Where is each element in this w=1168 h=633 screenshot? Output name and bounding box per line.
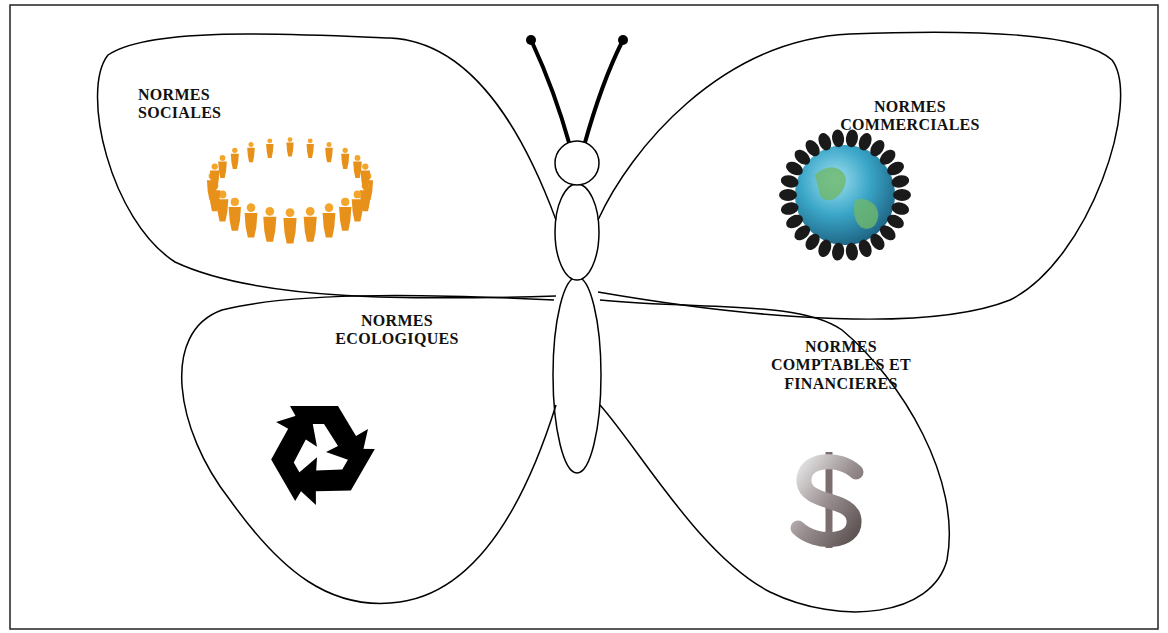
person-figure bbox=[307, 138, 314, 158]
antenna bbox=[584, 42, 622, 146]
wing-heading: NORMES COMMERCIALES bbox=[826, 98, 994, 135]
person-figure bbox=[266, 138, 273, 158]
person-figure bbox=[286, 137, 293, 156]
person-figure bbox=[779, 189, 797, 201]
person-figure bbox=[218, 155, 227, 178]
butterfly-head bbox=[555, 141, 599, 185]
wing-heading: NORMES ECOLOGIQUES bbox=[316, 312, 478, 349]
wing-heading: NORMES COMPTABLES ET FINANCIERES bbox=[762, 338, 920, 393]
person-figure bbox=[893, 189, 911, 201]
person-figure bbox=[784, 212, 806, 231]
wing-outline bbox=[596, 22, 1151, 334]
person-figure bbox=[283, 208, 296, 243]
antenna-tip bbox=[526, 35, 536, 45]
wing-region: NORMES COMMERCIALES bbox=[596, 22, 1151, 334]
wing-outline bbox=[597, 288, 967, 628]
person-figure bbox=[325, 142, 333, 162]
wing-heading: NORMES SOCIALES bbox=[138, 86, 268, 123]
person-figure bbox=[890, 173, 910, 189]
person-figure bbox=[780, 201, 800, 217]
person-figure bbox=[831, 242, 845, 261]
person-figure bbox=[352, 191, 364, 222]
people-circle-icon bbox=[207, 137, 373, 243]
frame bbox=[10, 5, 1158, 629]
person-figure bbox=[780, 173, 800, 189]
person-figure bbox=[339, 198, 351, 231]
antenna-tip bbox=[618, 35, 628, 45]
person-figure bbox=[245, 203, 258, 237]
person-figure bbox=[845, 242, 859, 261]
person-figure bbox=[361, 163, 370, 188]
antenna bbox=[532, 42, 570, 146]
person-figure bbox=[885, 159, 907, 178]
recycle-icon bbox=[256, 404, 375, 516]
globe-icon bbox=[779, 129, 911, 262]
wing-region: NORMES SOCIALES bbox=[85, 22, 605, 314]
person-figure bbox=[816, 131, 834, 152]
person-figure bbox=[323, 203, 336, 237]
person-figure bbox=[210, 163, 219, 188]
wing-region: NORMES COMPTABLES ET FINANCIERES bbox=[597, 288, 967, 628]
wing-outline bbox=[85, 22, 605, 314]
person-figure bbox=[263, 207, 276, 242]
person-figure bbox=[856, 238, 874, 259]
dollar-icon bbox=[798, 452, 856, 548]
person-figure bbox=[304, 207, 317, 242]
person-figure bbox=[247, 142, 255, 162]
person-figure bbox=[353, 155, 362, 178]
person-figure bbox=[341, 148, 349, 169]
wing-region: NORMES ECOLOGIQUES bbox=[165, 288, 557, 613]
butterfly-abdomen bbox=[553, 277, 601, 473]
butterfly-thorax bbox=[555, 184, 599, 280]
person-figure bbox=[890, 201, 910, 217]
person-figure bbox=[231, 148, 239, 169]
person-figure bbox=[229, 198, 241, 231]
